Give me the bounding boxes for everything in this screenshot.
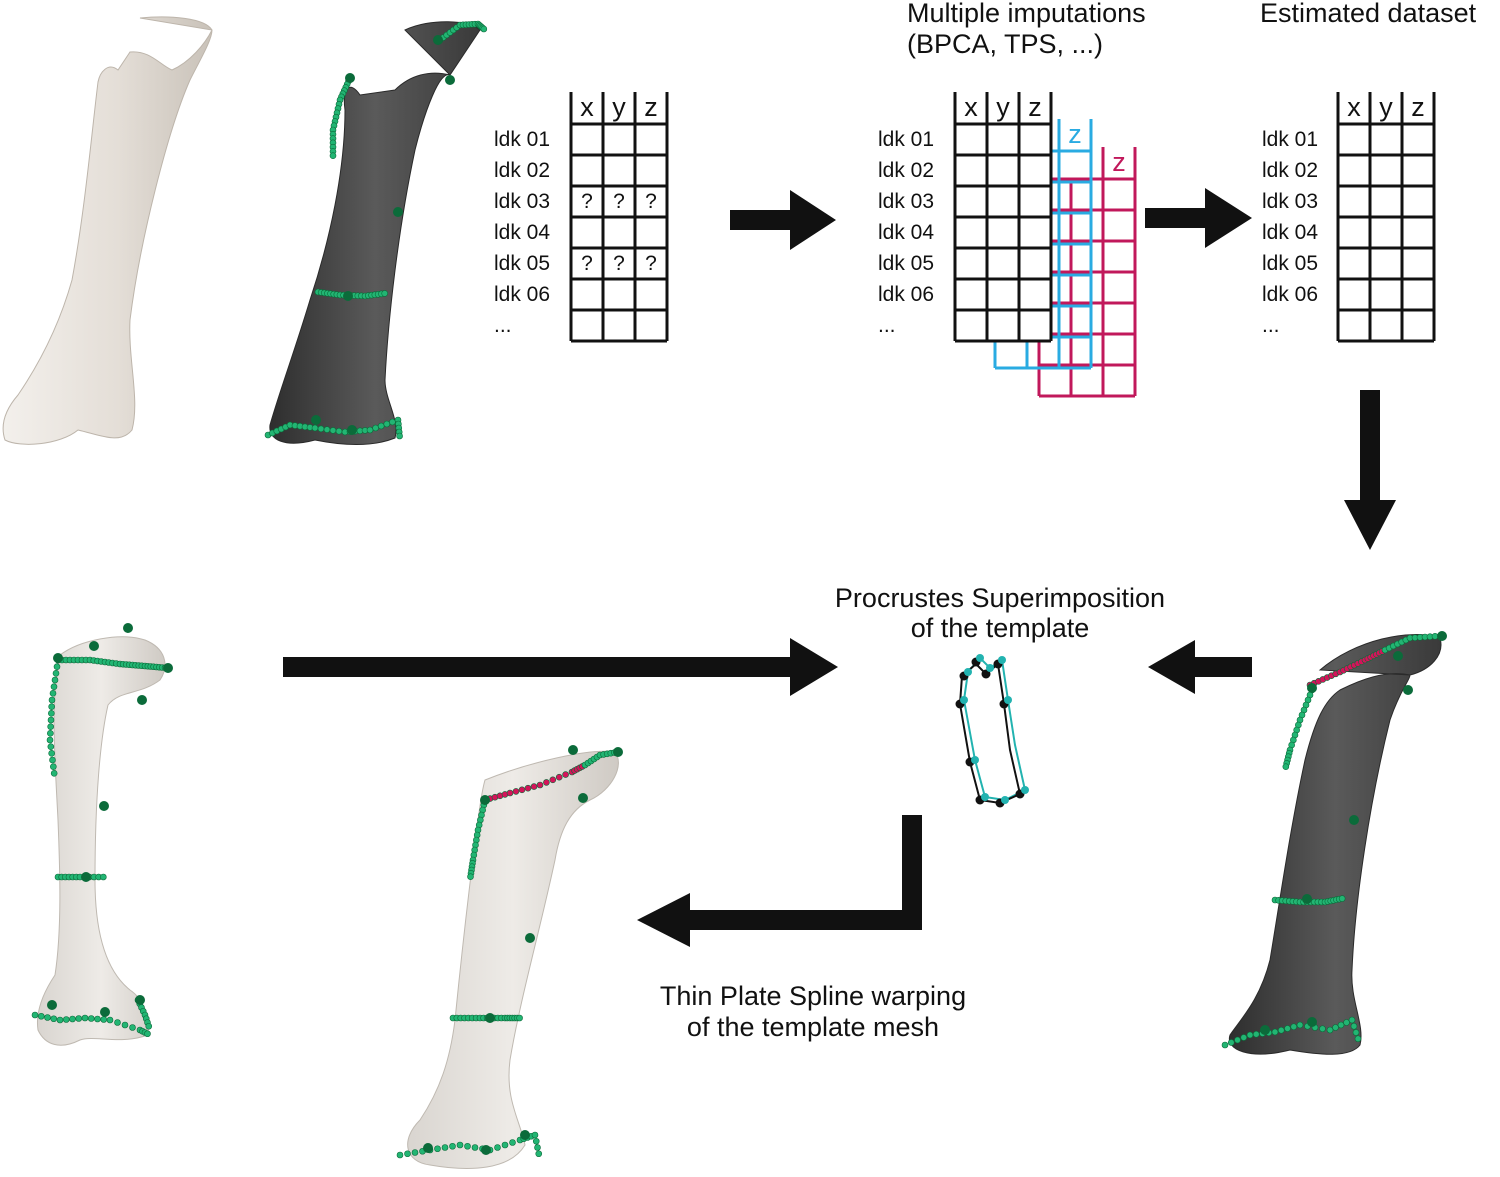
table_imputations-row-label: ldk 02 — [878, 159, 934, 182]
imputation-layer-z-label: z — [1068, 119, 1082, 149]
imputations-title-line2: (BPCA, TPS, ...) — [907, 29, 1103, 59]
table_estimated-grid — [1336, 92, 1436, 343]
table_incomplete-col-header: y — [612, 92, 626, 122]
imputation-layer-z-label: z — [1112, 147, 1126, 177]
template-femur — [31, 623, 173, 1046]
missing-value-mark: ? — [581, 190, 593, 213]
table_estimated-row-label: ldk 05 — [1262, 252, 1318, 275]
table_estimated-row-label: ldk 06 — [1262, 283, 1318, 306]
procrustes-line2: of the template — [911, 613, 1090, 643]
table_imputations-row-label: ... — [878, 314, 896, 337]
procrustes-outline — [955, 654, 1029, 808]
table_imputations-row-label: ldk 03 — [878, 190, 934, 213]
table_estimated-row-label: ldk 01 — [1262, 128, 1318, 151]
missing-value-mark: ? — [613, 252, 625, 275]
warped-template-femur — [396, 745, 623, 1169]
tps-line1: Thin Plate Spline warping — [660, 981, 966, 1011]
table_estimated-col-header: y — [1379, 92, 1393, 122]
arrow-to-estimated — [1145, 188, 1252, 248]
missing-value-mark: ? — [613, 190, 625, 213]
fossil-femur-dark — [264, 20, 488, 446]
table_estimated-row-label: ldk 04 — [1262, 221, 1318, 244]
table_incomplete-row-label: ldk 02 — [494, 159, 550, 182]
tps-line2: of the template mesh — [687, 1012, 939, 1042]
table_incomplete-col-header: z — [644, 92, 658, 122]
table_imputations-col-header: y — [996, 92, 1010, 122]
estimated-femur-dark — [1221, 631, 1447, 1055]
procrustes-line1: Procrustes Superimposition — [835, 583, 1165, 613]
table_imputations-col-header: x — [964, 92, 978, 122]
missing-value-mark: ? — [645, 190, 657, 213]
table_imputations-row-label: ldk 01 — [878, 128, 934, 151]
table_incomplete-row-label: ldk 03 — [494, 190, 550, 213]
imputations-title-line1: Multiple imputations — [907, 0, 1146, 28]
missing-value-mark: ? — [581, 252, 593, 275]
table_imputations-col-header: z — [1028, 92, 1042, 122]
table_incomplete-row-label: ... — [494, 314, 512, 337]
table_estimated-col-header: z — [1411, 92, 1425, 122]
table_estimated-row-label: ldk 02 — [1262, 159, 1318, 182]
arrow-to-template — [1148, 640, 1252, 694]
arrow-down — [1344, 390, 1396, 550]
table_estimated-row-label: ldk 03 — [1262, 190, 1318, 213]
table_imputations-row-label: ldk 05 — [878, 252, 934, 275]
table_estimated-col-header: x — [1347, 92, 1361, 122]
table_incomplete-row-label: ldk 04 — [494, 221, 550, 244]
table_incomplete-row-label: ldk 01 — [494, 128, 550, 151]
table_imputations-grid — [953, 92, 1053, 343]
table_imputations-row-label: ldk 04 — [878, 221, 934, 244]
table_incomplete-grid — [569, 92, 669, 343]
table_incomplete-row-label: ldk 06 — [494, 283, 550, 306]
table_incomplete-row-label: ldk 05 — [494, 252, 550, 275]
arrow-to-imputations — [730, 190, 836, 250]
table_estimated-row-label: ... — [1262, 314, 1280, 337]
arrow-to-procrustes — [283, 638, 838, 696]
estimated-title: Estimated dataset — [1260, 0, 1477, 28]
table_incomplete-col-header: x — [580, 92, 594, 122]
imputation-layer: z — [1037, 147, 1137, 398]
fossil-femur-light — [2, 16, 213, 445]
missing-value-mark: ? — [645, 252, 657, 275]
arrow-tps — [637, 815, 922, 947]
table_imputations-row-label: ldk 06 — [878, 283, 934, 306]
